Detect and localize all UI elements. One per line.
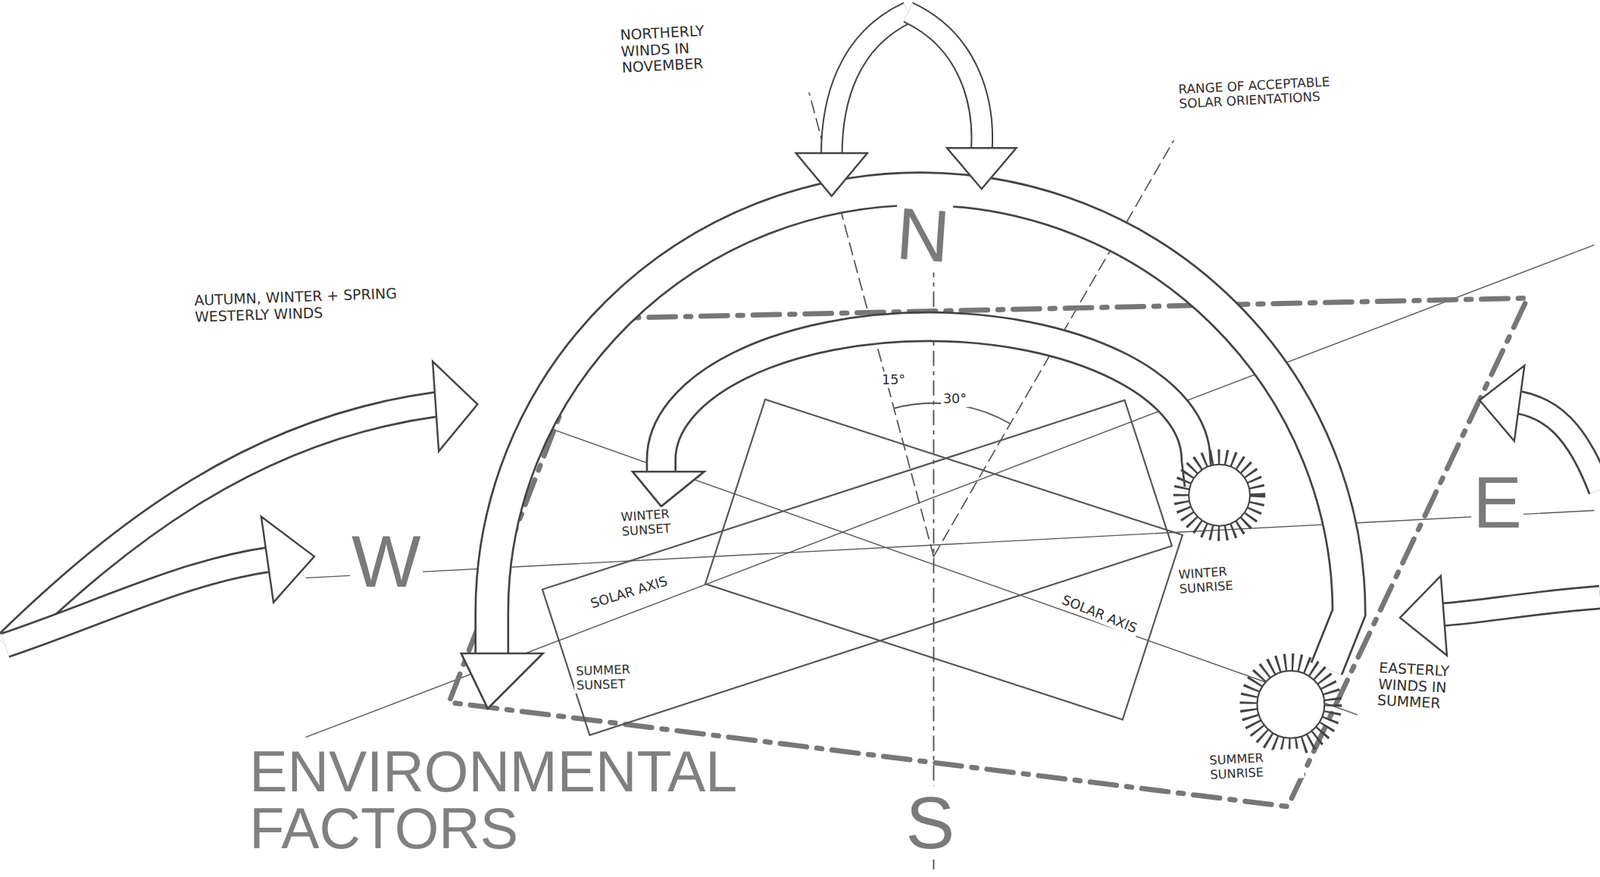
wind-note: EASTERLY WINDS IN SUMMER [1375, 658, 1478, 715]
compass-letter: E [1471, 465, 1524, 539]
suns [1182, 458, 1332, 745]
winter-sun-path [661, 326, 1200, 485]
wind-arrow [1518, 402, 1600, 491]
building-footprint [705, 399, 1183, 719]
summer-sun-path-fill [491, 188, 1349, 669]
sun-position-label: WINTER SUNSET [618, 503, 714, 541]
compass-letter: S [903, 785, 957, 860]
angle-label: 30° [940, 390, 969, 407]
summer-sun-path [491, 188, 1349, 669]
wind-note: NORTHERLY WINDS IN NOVEMBER [617, 20, 741, 78]
sun-position-label: SUMMER SUNSET [573, 659, 669, 693]
wind-arrow-fill [1518, 402, 1600, 491]
wind-arrowhead [946, 147, 1017, 189]
compass-letter: W [350, 524, 423, 598]
sun-position-label: WINTER SUNRISE [1175, 560, 1272, 597]
wind-arrow-fill [5, 403, 438, 645]
wind-arrow-fill [908, 12, 982, 150]
wind-arrow-fill [831, 12, 909, 156]
sun-position-label: SUMMER SUNRISE [1206, 747, 1304, 783]
summer-sunset-arrowhead [461, 653, 544, 709]
north-south-axis [933, 173, 935, 870]
wind-arrow [831, 12, 909, 156]
compass-letter: N [893, 196, 955, 274]
building-footprint [542, 400, 1172, 735]
wind-arrow [5, 559, 270, 645]
wind-arrowhead [1400, 575, 1447, 656]
axis-label: SOLAR AXIS [1056, 590, 1141, 638]
wind-note: AUTUMN, WINTER + SPRING WESTERLY WINDS [191, 282, 448, 326]
winter-sun-path-fill [661, 326, 1200, 485]
wind-arrowhead [796, 153, 868, 197]
summer-sun [1256, 670, 1325, 738]
winter-sun [1188, 464, 1250, 526]
solar-axis-line [550, 428, 1357, 715]
angle-label: 15° [879, 371, 908, 388]
wind-arrows [5, 12, 1600, 656]
wind-arrow-fill [1440, 596, 1600, 615]
site-boundary [449, 297, 1529, 807]
sun-rays [1250, 662, 1332, 745]
wind-arrowhead [432, 361, 478, 452]
sun-paths [461, 188, 1350, 709]
winter-sunset-arrowhead [632, 471, 704, 507]
orientation-note: RANGE OF ACCEPTABLE SOLAR ORIENTATIONS [1175, 71, 1366, 113]
wind-arrow [1440, 596, 1600, 615]
diagram-title: ENVIRONMENTAL FACTORS [247, 743, 799, 858]
wind-arrow [5, 403, 438, 645]
wind-arrow [908, 12, 982, 150]
wind-arrow-fill [5, 559, 270, 645]
wind-arrowhead [261, 516, 315, 603]
sun-rays [1182, 458, 1257, 532]
wind-arrowhead [1479, 365, 1525, 441]
axis-label: SOLAR AXIS [586, 571, 672, 613]
